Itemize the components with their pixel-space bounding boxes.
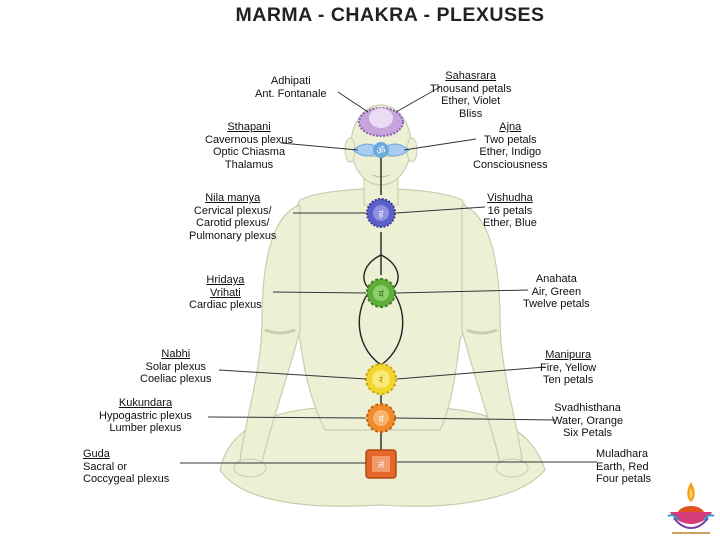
label-nila-manya-line: Carotid plexus/ — [196, 217, 270, 229]
label-sthapani-line: Thalamus — [224, 158, 274, 171]
label-vishudha-title: Vishudha — [487, 192, 533, 204]
label-anahata-line: Air, Green — [531, 285, 582, 298]
label-sahasrara-line: Thousand petals — [430, 82, 512, 95]
label-nabhi-line: Coeliac plexus — [140, 373, 212, 385]
label-guda-title: Guda — [83, 448, 110, 460]
label-svadhisthana-line: Six Petals — [563, 427, 613, 439]
label-ajna-title: Ajna — [499, 121, 522, 133]
label-vishudha: Vishudha 16 petals Ether, Blue — [483, 192, 537, 230]
label-anahata: Anahata Air, Green Twelve petals — [523, 273, 590, 311]
chakra-vishudha — [366, 198, 396, 228]
leader-lines — [180, 86, 597, 464]
diya-lamp-lotus-icon — [667, 482, 715, 534]
label-manipura-title: Manipura — [545, 349, 592, 361]
label-kukundara: Kukundara Hypogastric plexus Lumber plex… — [99, 397, 192, 435]
label-nabhi-title: Nabhi — [161, 348, 191, 360]
label-svadhisthana-title: Svadhisthana — [554, 402, 621, 414]
label-hridaya-line: Cardiac plexus — [189, 299, 262, 311]
page-title: MARMA - CHAKRA - PLEXUSES — [235, 4, 545, 26]
label-kukundara-line: Hypogastric plexus — [99, 409, 192, 422]
label-nabhi-line: Solar plexus — [145, 360, 207, 373]
label-nila-manya: Nila manya Cervical plexus/ Carotid plex… — [189, 192, 276, 242]
label-adhipati: Adhipati Ant. Fontanale — [255, 75, 327, 100]
chakra-ajna — [352, 142, 410, 158]
label-manipura-line: Fire, Yellow — [540, 361, 597, 374]
label-svadhisthana-line: Water, Orange — [552, 414, 624, 427]
label-sthapani: Sthapani Cavernous plexus Optic Chiasma … — [205, 121, 293, 171]
glyph-svadhisthana: वं — [378, 414, 384, 425]
label-sahasrara-title: Sahasrara — [445, 70, 497, 82]
label-muladhara-title: Muladhara — [596, 448, 648, 460]
chakra-sahasrara — [358, 107, 404, 137]
label-nila-manya-line: Pulmonary plexus — [189, 229, 277, 242]
label-hridaya: Hridaya Vrihati Cardiac plexus — [189, 274, 262, 312]
label-nabhi: Nabhi Solar plexus Coeliac plexus — [140, 348, 212, 386]
label-anahata-line: Twelve petals — [523, 298, 590, 310]
label-manipura-line: Ten petals — [543, 374, 594, 386]
label-vishudha-line: 16 petals — [487, 204, 533, 217]
label-ajna-line: Two petals — [484, 133, 537, 146]
label-sthapani-line: Cavernous plexus — [205, 133, 294, 146]
label-kukundara-title: Kukundara — [118, 397, 173, 409]
label-nila-manya-line: Cervical plexus/ — [193, 204, 272, 217]
label-ajna-line: Ether, Indigo — [479, 146, 542, 158]
label-svadhisthana: Svadhisthana Water, Orange Six Petals — [552, 402, 623, 440]
label-kukundara-line: Lumber plexus — [109, 422, 182, 434]
label-sahasrara-line: Ether, Violet — [441, 95, 501, 107]
label-nila-manya-title: Nila manya — [205, 192, 261, 204]
label-hridaya-title: Hridaya — [206, 274, 245, 286]
glyph-vishudha: हं — [379, 209, 384, 220]
chakra-anahata — [366, 278, 396, 308]
glyph-anahata: यं — [378, 289, 384, 300]
label-manipura: Manipura Fire, Yellow Ten petals — [540, 349, 596, 387]
glyph-muladhara: लं — [378, 460, 385, 471]
label-vishudha-line: Ether, Blue — [483, 217, 537, 229]
label-ajna: Ajna Two petals Ether, Indigo Consciousn… — [473, 121, 548, 171]
glyph-ajna: ॐ — [376, 145, 385, 157]
label-sahasrara: Sahasrara Thousand petals Ether, Violet … — [430, 70, 511, 120]
chakra-muladhara — [365, 449, 397, 479]
glyph-manipura: रं — [379, 375, 383, 386]
label-sthapani-line: Optic Chiasma — [212, 146, 286, 158]
chakra-svadhisthana — [366, 403, 396, 433]
label-anahata-title: Anahata — [535, 273, 577, 285]
label-muladhara-line: Earth, Red — [596, 460, 649, 473]
label-muladhara-line: Four petals — [596, 473, 652, 485]
label-adhipati-title: Adhipati — [270, 75, 311, 87]
label-adhipati-line: Ant. Fontanale — [255, 87, 327, 100]
label-guda-line: Coccygeal plexus — [83, 473, 170, 485]
label-guda-line: Sacral or — [83, 460, 128, 473]
label-sahasrara-line: Bliss — [459, 107, 483, 120]
label-muladhara: Muladhara Earth, Red Four petals — [596, 448, 651, 486]
label-ajna-line: Consciousness — [473, 158, 548, 171]
label-sthapani-title: Sthapani — [227, 121, 271, 133]
label-hridaya-line: Vrihati — [209, 286, 241, 299]
label-guda: Guda Sacral or Coccygeal plexus — [83, 448, 169, 486]
